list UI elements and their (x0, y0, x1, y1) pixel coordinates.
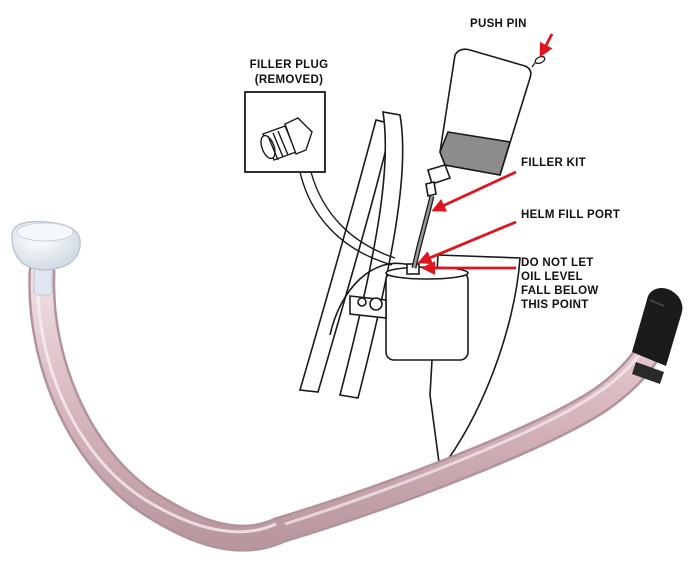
push-pin-icon (531, 55, 546, 68)
filler-kit-arrow (431, 170, 517, 212)
push-pin-label: PUSH PIN (470, 18, 527, 30)
labels: PUSH PIN FILLER PLUG (REMOVED) FILLER KI… (250, 18, 620, 311)
filler-plug-inset (244, 91, 396, 266)
oil-level-label-3: FALL BELOW (521, 285, 599, 297)
oil-level-label-2: OIL LEVEL (521, 271, 583, 283)
filler-plug-icon (260, 117, 313, 161)
push-pin-arrow (539, 33, 554, 58)
tube-tip (632, 288, 683, 384)
oil-level-label-4: THIS POINT (521, 299, 589, 311)
helm-fill-port-label: HELM FILL PORT (521, 209, 620, 221)
tube-cap (11, 221, 81, 296)
helm-pump (349, 254, 521, 472)
steering-wheel (298, 111, 411, 399)
helm-fill-port-arrow (417, 220, 517, 265)
filler-plug-label: FILLER PLUG (250, 59, 329, 71)
oil-level-label-1: DO NOT LET (521, 257, 594, 269)
callout-arrows (417, 33, 554, 275)
filler-kit-bottle (425, 48, 532, 197)
filler-plug-removed-label: (REMOVED) (255, 74, 324, 86)
filler-tube (28, 258, 674, 552)
filler-kit-label: FILLER KIT (521, 157, 586, 169)
